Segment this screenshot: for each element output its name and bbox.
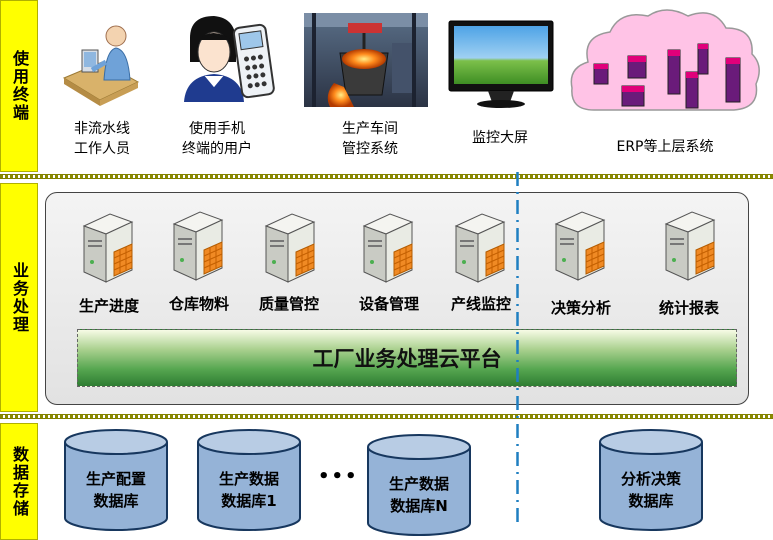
- terminal-caption: 非流水线 工作人员: [74, 121, 130, 157]
- server-icon: [80, 212, 136, 284]
- platform-bar: 工厂业务处理云平台: [77, 329, 737, 387]
- divider-line: [516, 172, 519, 527]
- server-icon: [662, 210, 718, 282]
- database-cylinder: 分析决策 数据库: [598, 428, 704, 532]
- terminal-caption: 监控大屏: [472, 130, 528, 146]
- service-label: 决策分析: [550, 299, 611, 317]
- service-label: 设备管理: [358, 295, 419, 313]
- server-icon: [552, 210, 608, 282]
- server-icon: [262, 212, 318, 284]
- layer-label-storage: 数据存储: [0, 423, 38, 540]
- layer-label-terminal: 使用终端: [0, 0, 38, 172]
- server-icon: [452, 212, 508, 284]
- service-label: 统计报表: [658, 299, 719, 317]
- layer-label-business: 业务处理: [0, 183, 38, 412]
- factory-photo-icon: [304, 13, 428, 107]
- terminal-caption: 生产车间 管控系统: [342, 121, 398, 157]
- terminal-caption: ERP等上层系统: [616, 139, 714, 155]
- server-icon: [170, 210, 226, 282]
- layer-separator-bottom: [0, 414, 773, 419]
- service-label: 生产进度: [78, 297, 139, 315]
- database-label: 生产数据 数据库N: [388, 475, 449, 515]
- platform-title: 工厂业务处理云平台: [312, 346, 502, 371]
- layer-separator-top: [0, 174, 773, 179]
- ellipsis: •••: [318, 466, 359, 487]
- database-cylinder: 生产数据 数据库1: [196, 428, 302, 532]
- office-worker-icon: [62, 25, 140, 106]
- server-icon: [360, 212, 416, 284]
- erp-cloud-icon: [570, 9, 760, 111]
- service-label: 产线监控: [450, 295, 511, 313]
- service-label: 质量管控: [258, 295, 319, 313]
- database-label: 生产数据 数据库1: [218, 470, 279, 510]
- database-label: 分析决策 数据库: [620, 470, 681, 510]
- database-label: 生产配置 数据库: [85, 470, 146, 510]
- service-label: 仓库物料: [168, 295, 229, 313]
- database-cylinder: 生产数据 数据库N: [366, 433, 472, 537]
- terminal-caption: 使用手机 终端的用户: [182, 121, 252, 157]
- monitor-icon: [448, 20, 554, 108]
- mobile-user-icon: [184, 16, 275, 102]
- database-cylinder: 生产配置 数据库: [63, 428, 169, 532]
